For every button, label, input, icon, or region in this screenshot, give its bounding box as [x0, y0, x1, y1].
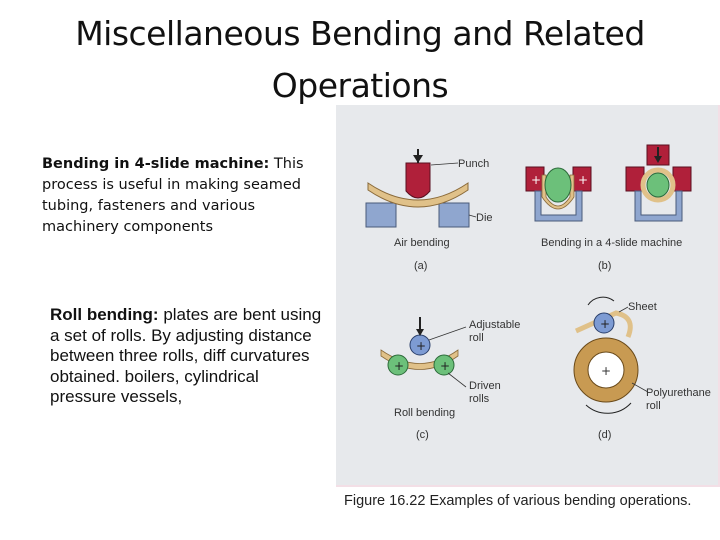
rotation-arrow	[587, 296, 615, 306]
adjustable-leader	[428, 326, 467, 341]
sheet-workpiece-b2	[640, 167, 676, 203]
roll-bending-diagram: + + + Adjustable roll Driven rolls Roll …	[380, 317, 520, 441]
die-label: Die	[476, 212, 493, 224]
sheet-workpiece-b1	[541, 174, 575, 210]
steel-roll	[593, 312, 615, 334]
plus-marker: +	[601, 364, 611, 378]
plus-marker: +	[600, 317, 610, 331]
die-right-block	[438, 202, 470, 228]
die-left-block	[365, 202, 397, 228]
polyurethane-leader	[631, 382, 649, 393]
title-line-2: Operations	[271, 66, 449, 105]
adjustable-label-2: roll	[469, 332, 484, 344]
four-slide-description: Bending in 4-slide machine: This process…	[42, 154, 312, 238]
driven-label-1: Driven	[469, 380, 501, 392]
four-slide-mandrel-2	[646, 172, 670, 198]
roll-bending-label: Roll bending	[394, 407, 455, 419]
four-slide-die-1	[534, 190, 583, 222]
polyurethane-roll-diagram: + + Sheet Polyurethane roll (d)	[573, 296, 711, 441]
driven-roll-right	[433, 354, 455, 376]
bending-diagram: Punch Die Air bending (a) + + Bending in…	[365, 144, 711, 441]
die-leader	[468, 214, 477, 218]
punch-shape	[405, 162, 431, 199]
four-slide-arrow-head	[654, 156, 662, 163]
panel-b-label: (b)	[598, 260, 611, 272]
plus-marker: +	[416, 339, 426, 353]
sheet-workpiece-a	[367, 182, 469, 208]
punch-label: Punch	[458, 158, 489, 170]
bending-operations-figure: Punch Die Air bending (a) + + Bending in…	[336, 105, 720, 487]
adjustable-label-1: Adjustable	[469, 319, 520, 331]
punch-arrow-head	[413, 155, 423, 163]
adjust-arrow-head	[416, 329, 424, 336]
four-slide-diagram: + + Bending in a 4-slide machine (b)	[525, 144, 692, 272]
driven-roll-left	[387, 354, 409, 376]
air-bending-label: Air bending	[394, 237, 450, 249]
four-slide-heading: Bending in 4-slide machine:	[42, 156, 270, 172]
roll-bending-description: Roll bending: plates are bent using a se…	[50, 305, 325, 408]
sheet-leader	[618, 306, 629, 313]
four-slide-label: Bending in a 4-slide machine	[541, 237, 682, 249]
panel-d-label: (d)	[598, 429, 611, 441]
sheet-label: Sheet	[628, 301, 657, 313]
sheet-workpiece-d	[574, 310, 633, 338]
roll-bending-body: plates are bent using a set of rolls. By…	[50, 305, 322, 406]
plus-marker: +	[531, 173, 541, 187]
title-line-1: Miscellaneous Bending and Related	[75, 14, 645, 53]
four-slide-die-2	[634, 190, 683, 222]
figure-caption: Figure 16.22 Examples of various bending…	[344, 493, 692, 509]
driven-label-2: rolls	[469, 393, 490, 405]
panel-a-label: (a)	[414, 260, 427, 272]
driven-leader	[447, 372, 467, 388]
panel-c-label: (c)	[416, 429, 429, 441]
air-bending-diagram: Punch Die Air bending (a)	[365, 149, 493, 272]
four-slide-body: This process is useful in making seamed …	[42, 156, 304, 235]
plus-marker: +	[440, 359, 450, 373]
roll-hub	[587, 351, 625, 389]
four-slide-mandrel-1	[544, 167, 572, 203]
polyurethane-label-1: Polyurethane	[646, 387, 711, 399]
four-slide-right-jaw-2	[672, 166, 692, 192]
polyurethane-label-2: roll	[646, 400, 661, 412]
plus-marker: +	[394, 359, 404, 373]
plus-marker: +	[578, 173, 588, 187]
page-title: Miscellaneous Bending and Related Operat…	[0, 8, 720, 112]
punch-leader	[430, 162, 459, 166]
roll-bending-heading: Roll bending:	[50, 305, 159, 324]
rotation-arrow-lower	[585, 402, 632, 414]
